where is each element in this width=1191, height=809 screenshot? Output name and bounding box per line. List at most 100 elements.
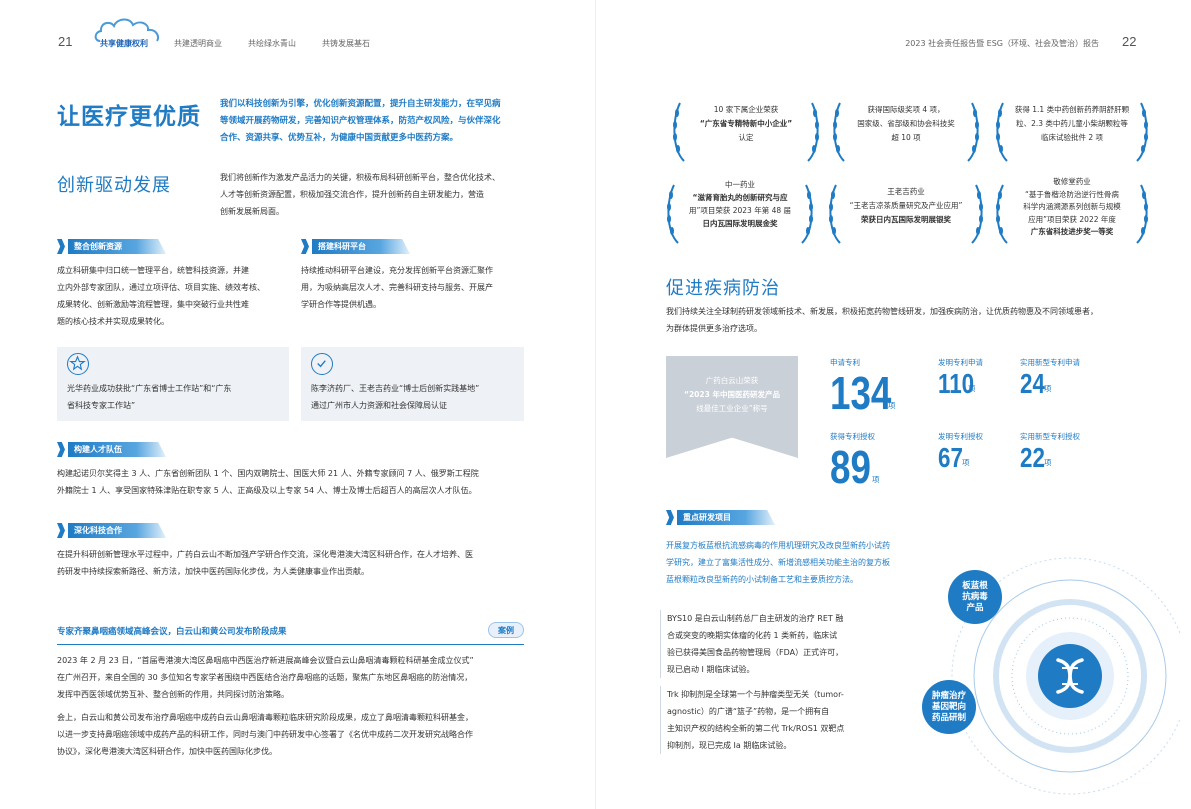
- stat-unit: 项: [888, 401, 896, 410]
- laurel-icon: [801, 184, 813, 244]
- stat-invention-applications: 发明专利申请 110 项: [938, 357, 983, 398]
- award-text: 获得国际级奖项 4 项， 国家级、省部级和协会科技奖 超 10 项: [844, 103, 968, 145]
- stat-label: 获得专利授权: [830, 432, 875, 441]
- text-line: 外籍院士 1 人、享受国家特殊津贴在职专家 5 人、正高级及以上专家 54 人、…: [57, 486, 477, 495]
- text-line: 认定: [738, 133, 754, 142]
- text-line: Trk 抑制剂是全球第一个与肿瘤类型无关（tumor-: [667, 690, 844, 699]
- stat-label: 发明专利授权: [938, 432, 983, 441]
- intro-line: 我们以科技创新为引擎，优化创新资源配置，提升自主研发能力，在罕见病: [220, 99, 501, 109]
- text-line: 以进一步支持鼻咽癌领域中成药产品的科研工作，同时与澳门中药研发中心签署了《名优中…: [57, 730, 473, 739]
- text-line: 用”项目荣获 2023 年第 48 届: [688, 206, 792, 215]
- text-line: 抗病毒: [962, 591, 988, 602]
- text-line: 蓝根颗粒改良型新药的小试制备工艺和主要质控方法。: [666, 575, 858, 584]
- chevron-icon: [301, 239, 309, 254]
- page-number-left: 21: [58, 34, 73, 49]
- text-line: 主知识产权的结构全新的第二代 Trk/ROS1 双靶点: [667, 724, 845, 733]
- stat-value: 24: [1020, 368, 1045, 399]
- page-title: 让医疗更优质: [57, 104, 201, 130]
- award-geneva-silver: 王老吉药业 “王老吉凉茶质量研究及产业应用” 荣获日内瓦国际发明展银奖: [826, 175, 986, 251]
- nav-item-business[interactable]: 共建透明商业: [174, 39, 222, 48]
- text-line: “滋肾育胎丸的创新研究与应: [692, 193, 788, 202]
- text-line: 应用”项目荣获 2022 年度: [1028, 214, 1116, 224]
- award-icon: [67, 353, 89, 375]
- stat-unit: 项: [968, 384, 976, 393]
- text-line: 粒、2.3 类中药儿童小柴胡颗粒等: [1016, 119, 1128, 128]
- tag-key-projects: 重点研发项目: [666, 510, 775, 525]
- text-line: 成果转化、创新激励等流程管理，集中突破行业共性难: [57, 300, 249, 309]
- award-international-prizes: 获得国际级奖项 4 项， 国家级、省部级和协会科技奖 超 10 项: [830, 99, 982, 163]
- top-nav: 共享健康权利 共建透明商业 共绘绿水青山 共铸发展基石: [100, 38, 370, 49]
- chevron-icon: [57, 442, 65, 457]
- stat-value: 89: [830, 441, 871, 493]
- chevron-icon: [57, 523, 65, 538]
- highlight-box-text: 光华药业成功获批“广东省博士工作站”和“广东 省科技专家工作站”: [67, 380, 231, 414]
- case-paragraph-1: 2023 年 2 月 23 日，“首届粤港澳大湾区鼻咽癌中西医治疗新进展高峰会议…: [57, 652, 527, 703]
- text-line: 科学内涵溯源系列创新与规模: [1023, 202, 1121, 211]
- text-line: 成立科研集中归口统一管理平台，统管科技资源，并建: [57, 266, 249, 275]
- intro-line: 等领域开展药物研发，完善知识产权管理体系，防范产权风险，与伙伴深化: [220, 116, 501, 126]
- text-line: “基于鲁楷沧防治逆行性骨病: [1025, 189, 1119, 199]
- cloud-icon: [94, 18, 159, 42]
- text-line: 获得 1.1 类中药创新药养阴舒肝颗: [1014, 105, 1130, 114]
- page-gutter: [595, 0, 596, 809]
- text-line: agnostic）的广谱“篮子”药物，是一个拥有自: [667, 707, 830, 716]
- text-line: 10 家下属企业荣获: [713, 105, 779, 114]
- text-line: 荣获日内瓦国际发明展银奖: [861, 215, 951, 224]
- stat-invention-granted: 发明专利授权 67 项: [938, 431, 983, 472]
- stat-patents-granted: 获得专利授权 89 项: [830, 431, 881, 490]
- text-line: 线最佳工业企业”称号: [696, 404, 768, 413]
- text-line: 基因靶向: [931, 701, 966, 712]
- stat-label: 申请专利: [830, 358, 860, 367]
- prevention-intro: 我们持续关注全球制药研发领域新技术、新发展，积极拓宽药物管线研发，加强疾病防治，…: [666, 303, 1146, 337]
- nav-item-health[interactable]: 共享健康权利: [100, 39, 148, 48]
- highlight-box-workstation: 光华药业成功获批“广东省博士工作站”和“广东 省科技专家工作站”: [57, 347, 289, 421]
- honor-ribbon: 广药白云山荣获 “2023 年中国医药研发产品 线最佳工业企业”称号: [666, 356, 798, 458]
- text-line: 立内外部专家团队，通过立项评估、项目实施、绩效考核、: [57, 283, 265, 292]
- text-line: 在提升科研创新管理水平过程中，广药白云山不断加强产学研合作交流，深化粤港澳大湾区…: [57, 550, 473, 559]
- award-clinical-approvals: 获得 1.1 类中药创新药养阴舒肝颗 粒、2.3 类中药儿童小柴胡颗粒等 临床试…: [993, 99, 1151, 163]
- project-bys10: BYS10 是白云山制药总厂自主研发的治疗 RET 融 合或突变的晚期实体瘤的化…: [660, 610, 874, 678]
- laurel-icon: [1136, 184, 1148, 244]
- text-line: 临床试验批件 2 项: [1040, 133, 1104, 142]
- nav-item-foundation[interactable]: 共铸发展基石: [322, 39, 370, 48]
- text-line: 广药白云山荣获: [705, 376, 759, 385]
- right-page: 2023 社会责任报告暨 ESG（环境、社会及管治）报告 22: [596, 0, 1191, 809]
- text-line: 省科技专家工作站”: [67, 401, 136, 410]
- integrate-resources-text: 成立科研集中归口统一管理平台，统管科技资源，并建 立内外部专家团队，通过立项评估…: [57, 262, 287, 330]
- highlight-box-postdoc: 陈李济药厂、王老吉药业“博士后创新实践基地” 通过广州市人力资源和社会保障局认证: [301, 347, 524, 421]
- stat-value: 134: [830, 367, 892, 419]
- nav-item-environment[interactable]: 共绘绿水青山: [248, 39, 296, 48]
- badge-check-icon: [311, 353, 333, 375]
- text-line: 题的核心技术并实现成果转化。: [57, 317, 169, 326]
- stat-label: 实用新型专利授权: [1020, 432, 1080, 441]
- stat-unit: 项: [1044, 458, 1052, 467]
- dna-circle-graphic: [951, 557, 1180, 795]
- stat-label: 发明专利申请: [938, 358, 983, 367]
- text-line: BYS10 是白云山制药总厂自主研发的治疗 RET 融: [667, 614, 844, 623]
- intro-text: 我们以科技创新为引擎，优化创新资源配置，提升自主研发能力，在罕见病 等领域开展药…: [220, 96, 550, 147]
- award-specialized-enterprise: 10 家下属企业荣获 “广东省专精特新中小企业” 认定: [670, 99, 822, 163]
- text-line: 为群体提供更多治疗选项。: [666, 324, 762, 333]
- text-line: “广东省专精特新中小企业”: [699, 119, 793, 128]
- tag-label: 搭建科研平台: [312, 239, 410, 254]
- laurel-icon: [667, 184, 679, 244]
- stat-unit: 项: [962, 458, 970, 467]
- tag-label: 整合创新资源: [68, 239, 166, 254]
- award-geneva-gold: 中一药业 “滋肾育胎丸的创新研究与应 用”项目荣获 2023 年第 48 届 日…: [664, 175, 816, 251]
- text-line: “2023 年中国医药研发产品: [684, 390, 780, 399]
- case-divider: [57, 644, 524, 645]
- section-title-prevention: 促进疾病防治: [666, 278, 780, 299]
- section-intro: 我们将创新作为激发产品活力的关键，积极布局科研创新平台，整合优化技术、 人才等创…: [220, 169, 550, 220]
- text-line: 会上，白云山和黄公司发布治疗鼻咽癌中成药白云山鼻咽清毒颗粒临床研究阶段成果，成立…: [57, 713, 473, 722]
- tag-research-platform: 搭建科研平台: [301, 239, 410, 254]
- text-line: 药品研制: [931, 712, 966, 723]
- text-line: 发挥中西医领域优势互补、整合创新的作用，共同探讨防治策略。: [57, 690, 289, 699]
- laurel-icon: [807, 102, 819, 162]
- text-line: 中一药业: [725, 180, 755, 189]
- award-text: 获得 1.1 类中药创新药养阴舒肝颗 粒、2.3 类中药儿童小柴胡颗粒等 临床试…: [1003, 103, 1141, 145]
- text-line: 光华药业成功获批“广东省博士工作站”和“广东: [67, 384, 232, 393]
- text-line: 开展复方板蓝根抗流感病毒的作用机理研究及改良型新药小试药: [666, 541, 890, 550]
- text-line: 抑制剂，现已完成 Ia 期临床试验。: [667, 741, 792, 750]
- stat-value: 67: [938, 442, 963, 473]
- award-text: 王老吉药业 “王老吉凉茶质量研究及产业应用” 荣获日内瓦国际发明展银奖: [836, 185, 976, 227]
